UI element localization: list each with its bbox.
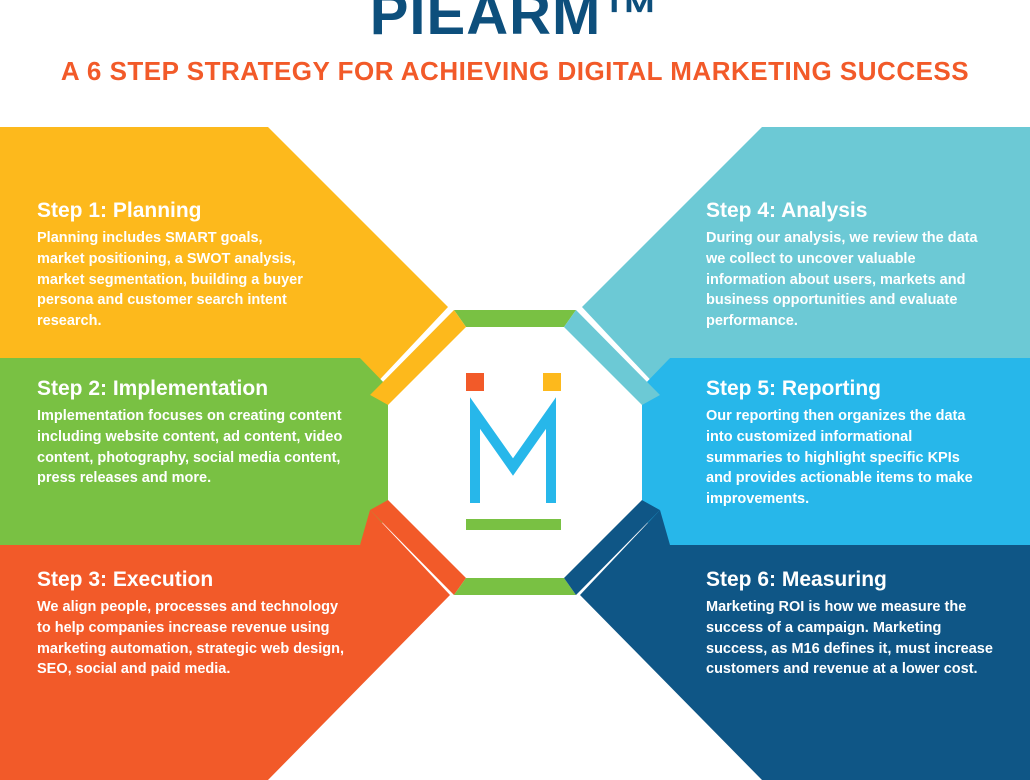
step-4-analysis: Step 4: Analysis During our analysis, we… — [706, 199, 996, 332]
step-6-measuring: Step 6: Measuring Marketing ROI is how w… — [706, 568, 1006, 680]
step-5-description: Our reporting then organizes the data in… — [706, 408, 973, 508]
step-6-panel — [580, 510, 1030, 780]
logo-green-bar — [466, 519, 561, 530]
step-1-panel — [0, 127, 448, 390]
ring-segment-top-right — [564, 310, 660, 405]
step-2-implementation: Step 2: Implementation Implementation fo… — [37, 377, 352, 489]
step-6-description: Marketing ROI is how we measure the succ… — [706, 599, 993, 678]
page-title: PIEARM™ — [369, 0, 661, 47]
logo-yellow-square — [543, 373, 561, 391]
ring-segment-bottom-left — [370, 500, 466, 595]
step-3-description: We align people, processes and technolog… — [37, 599, 344, 678]
ring-segment-right — [642, 395, 660, 510]
step-4-description: During our analysis, we review the data … — [706, 230, 978, 330]
ring-segment-bottom — [454, 578, 576, 595]
step-1-title: Step 1: Planning — [37, 199, 202, 222]
step-1-planning: Step 1: Planning Planning includes SMART… — [37, 199, 312, 332]
step-3-title: Step 3: Execution — [37, 568, 214, 591]
step-2-panel — [0, 358, 388, 545]
logo-orange-square — [466, 373, 484, 391]
step-5-title: Step 5: Reporting — [706, 377, 882, 400]
ring-segment-top — [454, 310, 576, 327]
step-4-panel — [582, 127, 1030, 390]
step-5-reporting: Step 5: Reporting Our reporting then org… — [706, 377, 981, 510]
ring-segment-top-left — [370, 310, 466, 405]
step-4-title: Step 4: Analysis — [706, 199, 868, 222]
m16-logo-icon — [466, 373, 561, 530]
step-1-description: Planning includes SMART goals, market po… — [37, 230, 303, 330]
page-subtitle: A 6 STEP STRATEGY FOR ACHIEVING DIGITAL … — [60, 56, 970, 86]
step-6-title: Step 6: Measuring — [706, 568, 887, 591]
step-2-title: Step 2: Implementation — [37, 377, 269, 400]
logo-letter-m — [470, 397, 556, 503]
ring-segment-bottom-right — [564, 500, 660, 595]
step-3-execution: Step 3: Execution We align people, proce… — [37, 568, 352, 680]
step-5-panel — [642, 358, 1030, 545]
step-3-panel — [0, 510, 450, 780]
step-2-description: Implementation focuses on creating conte… — [37, 408, 343, 487]
octagon-ring — [370, 310, 660, 595]
ring-segment-left — [370, 395, 388, 510]
